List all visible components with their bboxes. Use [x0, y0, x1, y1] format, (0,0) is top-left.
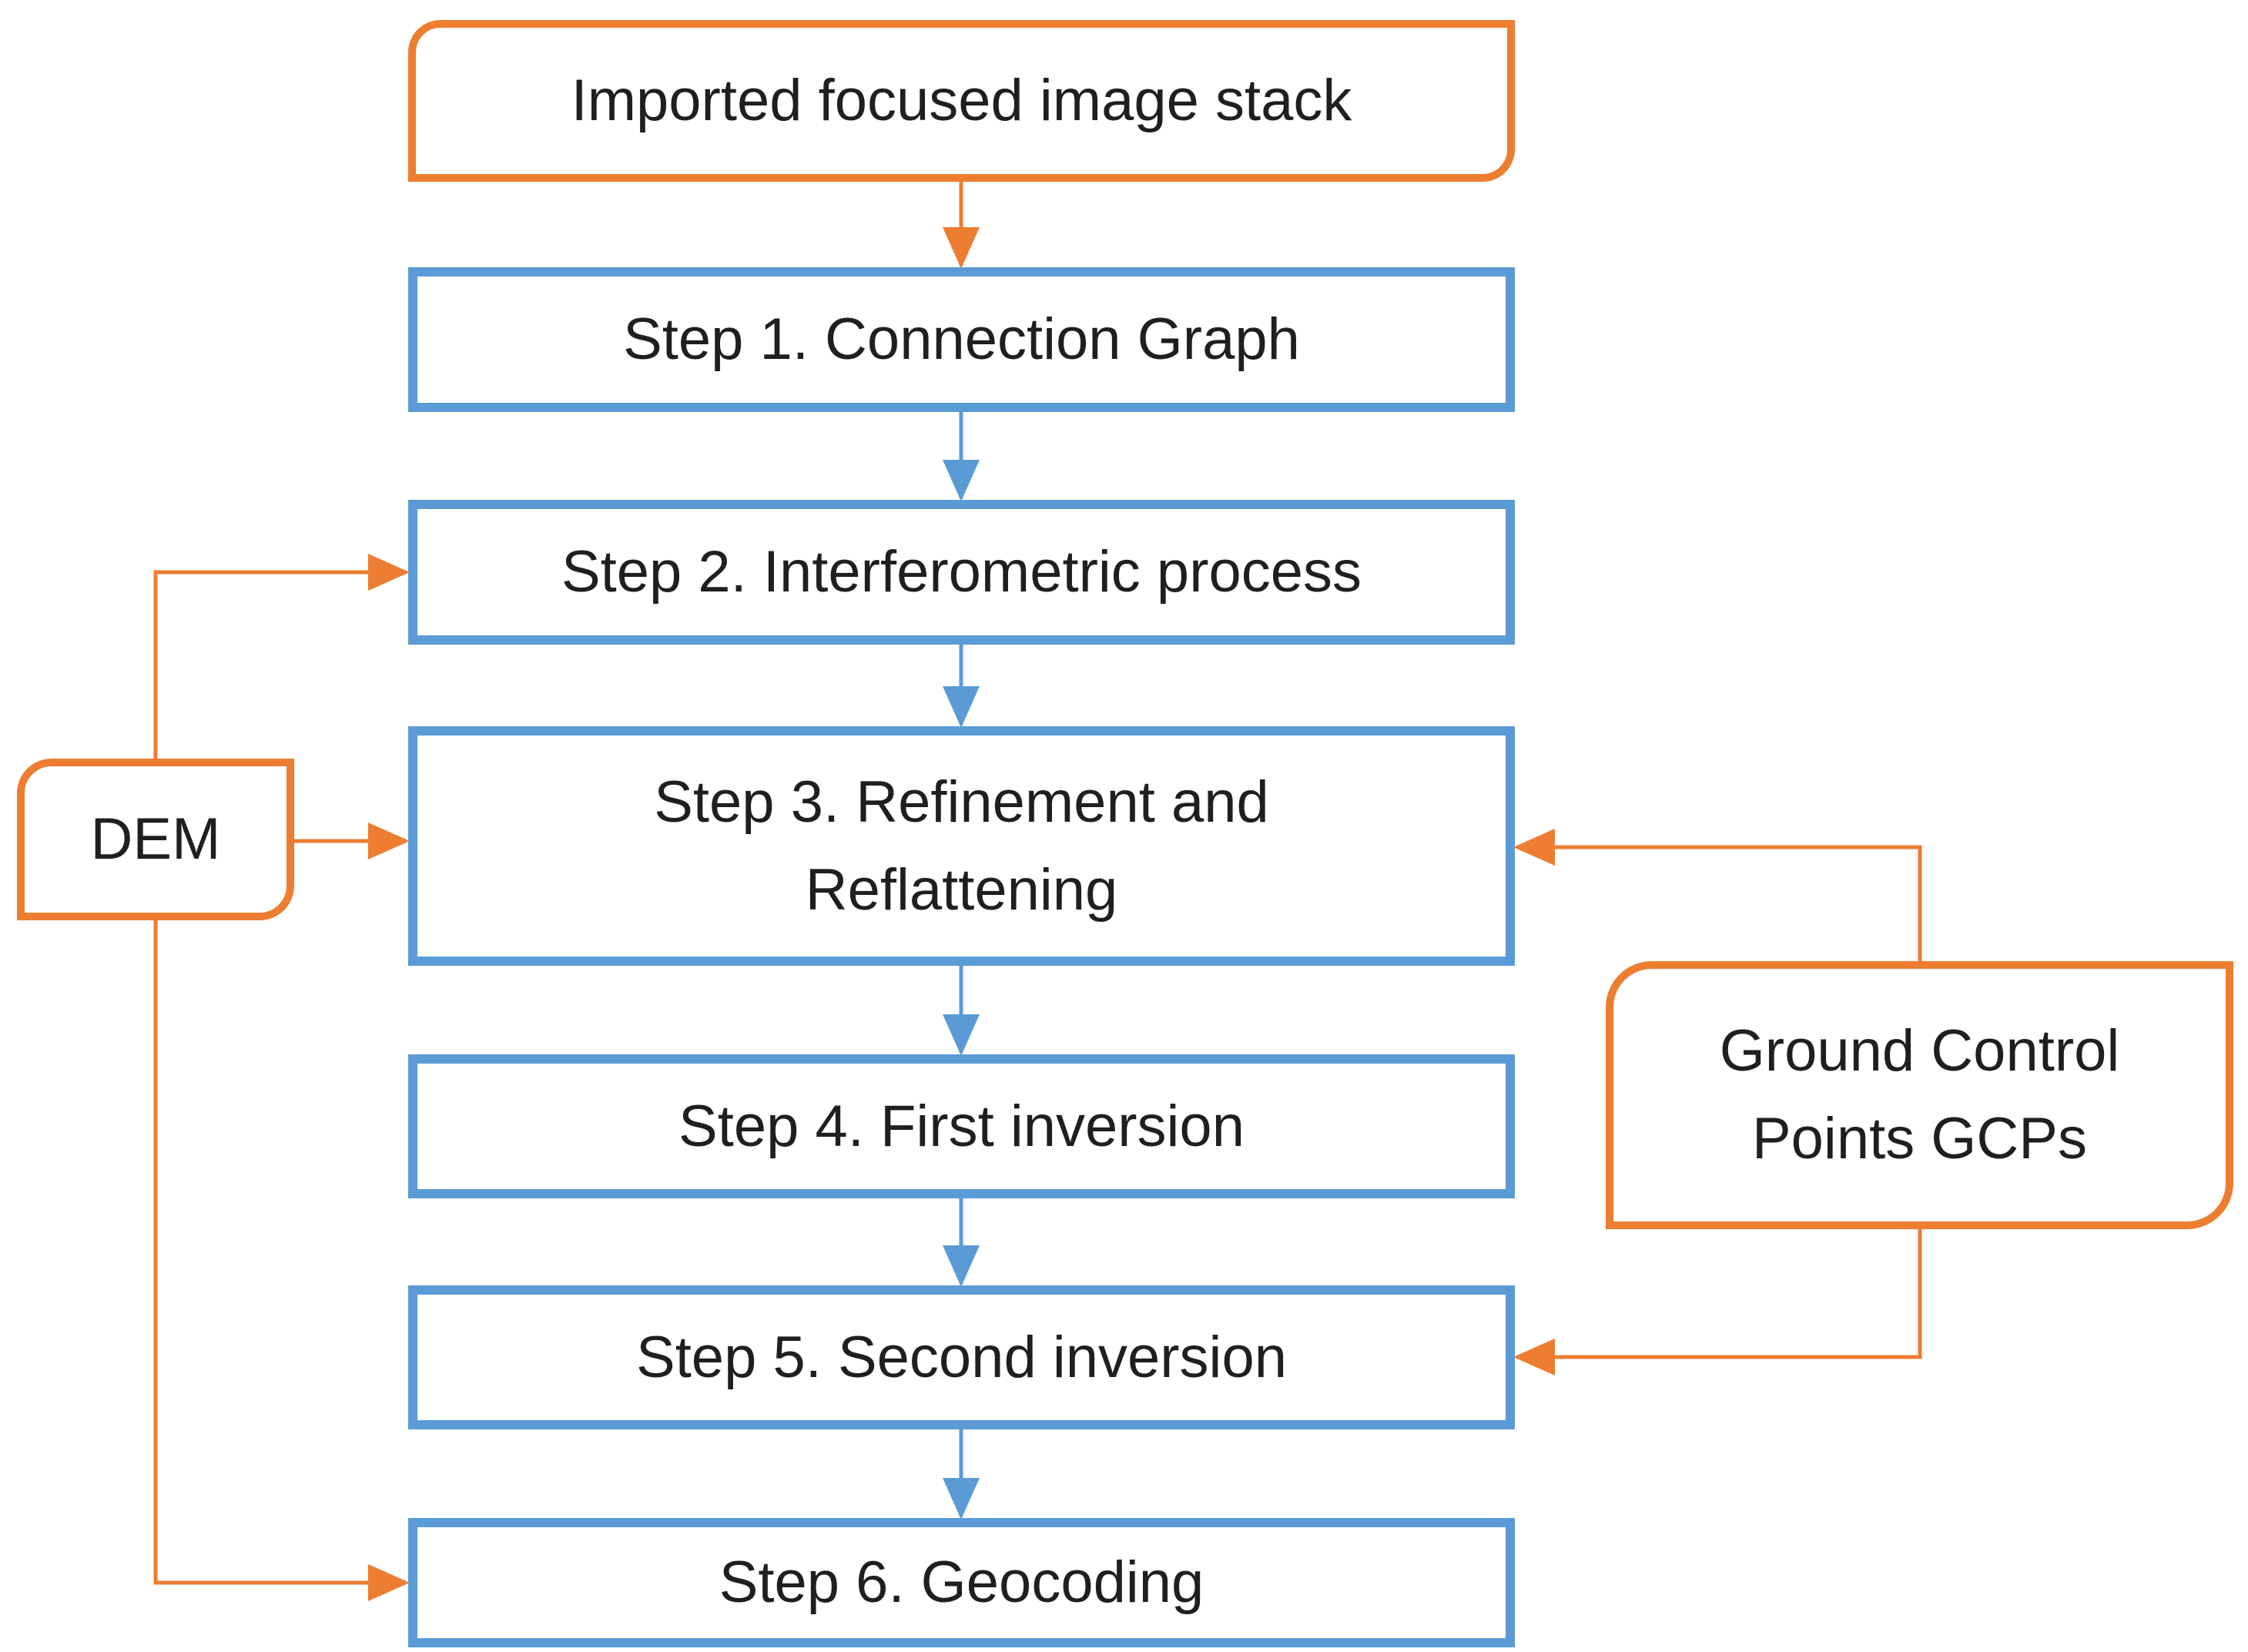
node-step1-connection-graph: Step 1. Connection Graph — [408, 267, 1515, 412]
edge-gcp-step3 — [1513, 829, 1922, 961]
edge-gcp-step5 — [1513, 1229, 1922, 1376]
node-imported-focused-image-stack: Imported focused image stack — [408, 20, 1515, 182]
node-label: Step 1. Connection Graph — [623, 307, 1300, 372]
node-step5-second-inversion: Step 5. Second inversion — [408, 1285, 1515, 1429]
node-label: DEM — [90, 806, 221, 872]
node-label: Step 5. Second inversion — [636, 1324, 1287, 1390]
node-label: Step 6. Geocoding — [719, 1550, 1204, 1615]
node-step3-refinement-reflattening: Step 3. Refinement and Reflattening — [408, 726, 1515, 966]
node-label: Imported focused image stack — [571, 68, 1352, 133]
node-label: Step 3. Refinement and Reflattening — [654, 769, 1269, 923]
edge-dem-step2 — [153, 554, 410, 759]
node-dem: DEM — [17, 759, 294, 920]
edge-dem-step6 — [153, 920, 410, 1601]
node-label: Step 4. First inversion — [678, 1093, 1245, 1159]
node-step4-first-inversion: Step 4. First inversion — [408, 1054, 1515, 1198]
node-ground-control-points: Ground Control Points GCPs — [1606, 961, 2233, 1229]
node-step6-geocoding: Step 6. Geocoding — [408, 1518, 1515, 1647]
node-label: Step 2. Interferometric process — [561, 539, 1362, 605]
node-step2-interferometric-process: Step 2. Interferometric process — [408, 500, 1515, 645]
node-label: Ground Control Points GCPs — [1719, 1018, 2120, 1171]
